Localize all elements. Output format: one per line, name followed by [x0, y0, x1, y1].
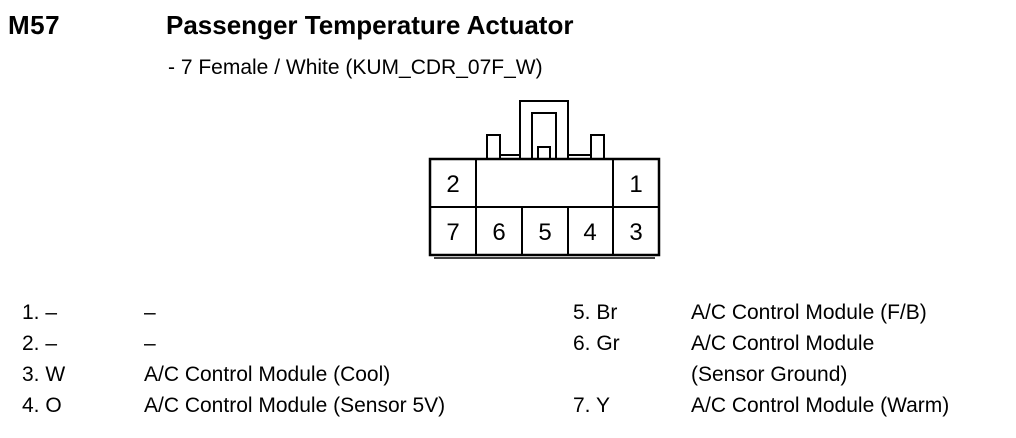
pin-6-description-continued: (Sensor Ground) [691, 363, 848, 386]
pin-2-label: 2 [446, 171, 459, 198]
connector-diagram: 2 1 7 6 5 4 3 [428, 100, 661, 259]
connector-subtitle: - 7 Female / White (KUM_CDR_07F_W) [168, 56, 543, 79]
pin-7-number: 7. Y [573, 394, 610, 417]
pin-5-number: 5. Br [573, 301, 618, 324]
pin-2-number: 2. – [22, 332, 58, 355]
pin-3-number: 3. W [22, 363, 66, 386]
pin-4-description: A/C Control Module (Sensor 5V) [144, 394, 446, 417]
pin-6-label: 6 [492, 219, 505, 246]
pin-4-number: 4. O [22, 394, 62, 417]
pin-6-number: 6. Gr [573, 332, 620, 355]
connector-code: M57 [8, 10, 61, 40]
pin-7-description: A/C Control Module (Warm) [691, 394, 950, 417]
pin-4-label: 4 [583, 219, 596, 246]
pin-3-label: 3 [629, 219, 642, 246]
diagram-title: Passenger Temperature Actuator [166, 10, 574, 40]
pin-6-description: A/C Control Module [691, 332, 875, 355]
pin-2-description: – [144, 332, 156, 355]
pin-1-description: – [144, 301, 156, 324]
pin-1-label: 1 [629, 171, 642, 198]
pin-5-label: 5 [538, 219, 551, 246]
pin-3-description: A/C Control Module (Cool) [144, 363, 391, 386]
pin-5-description: A/C Control Module (F/B) [691, 301, 927, 324]
pin-7-label: 7 [446, 219, 459, 246]
pin-1-number: 1. – [22, 301, 58, 324]
